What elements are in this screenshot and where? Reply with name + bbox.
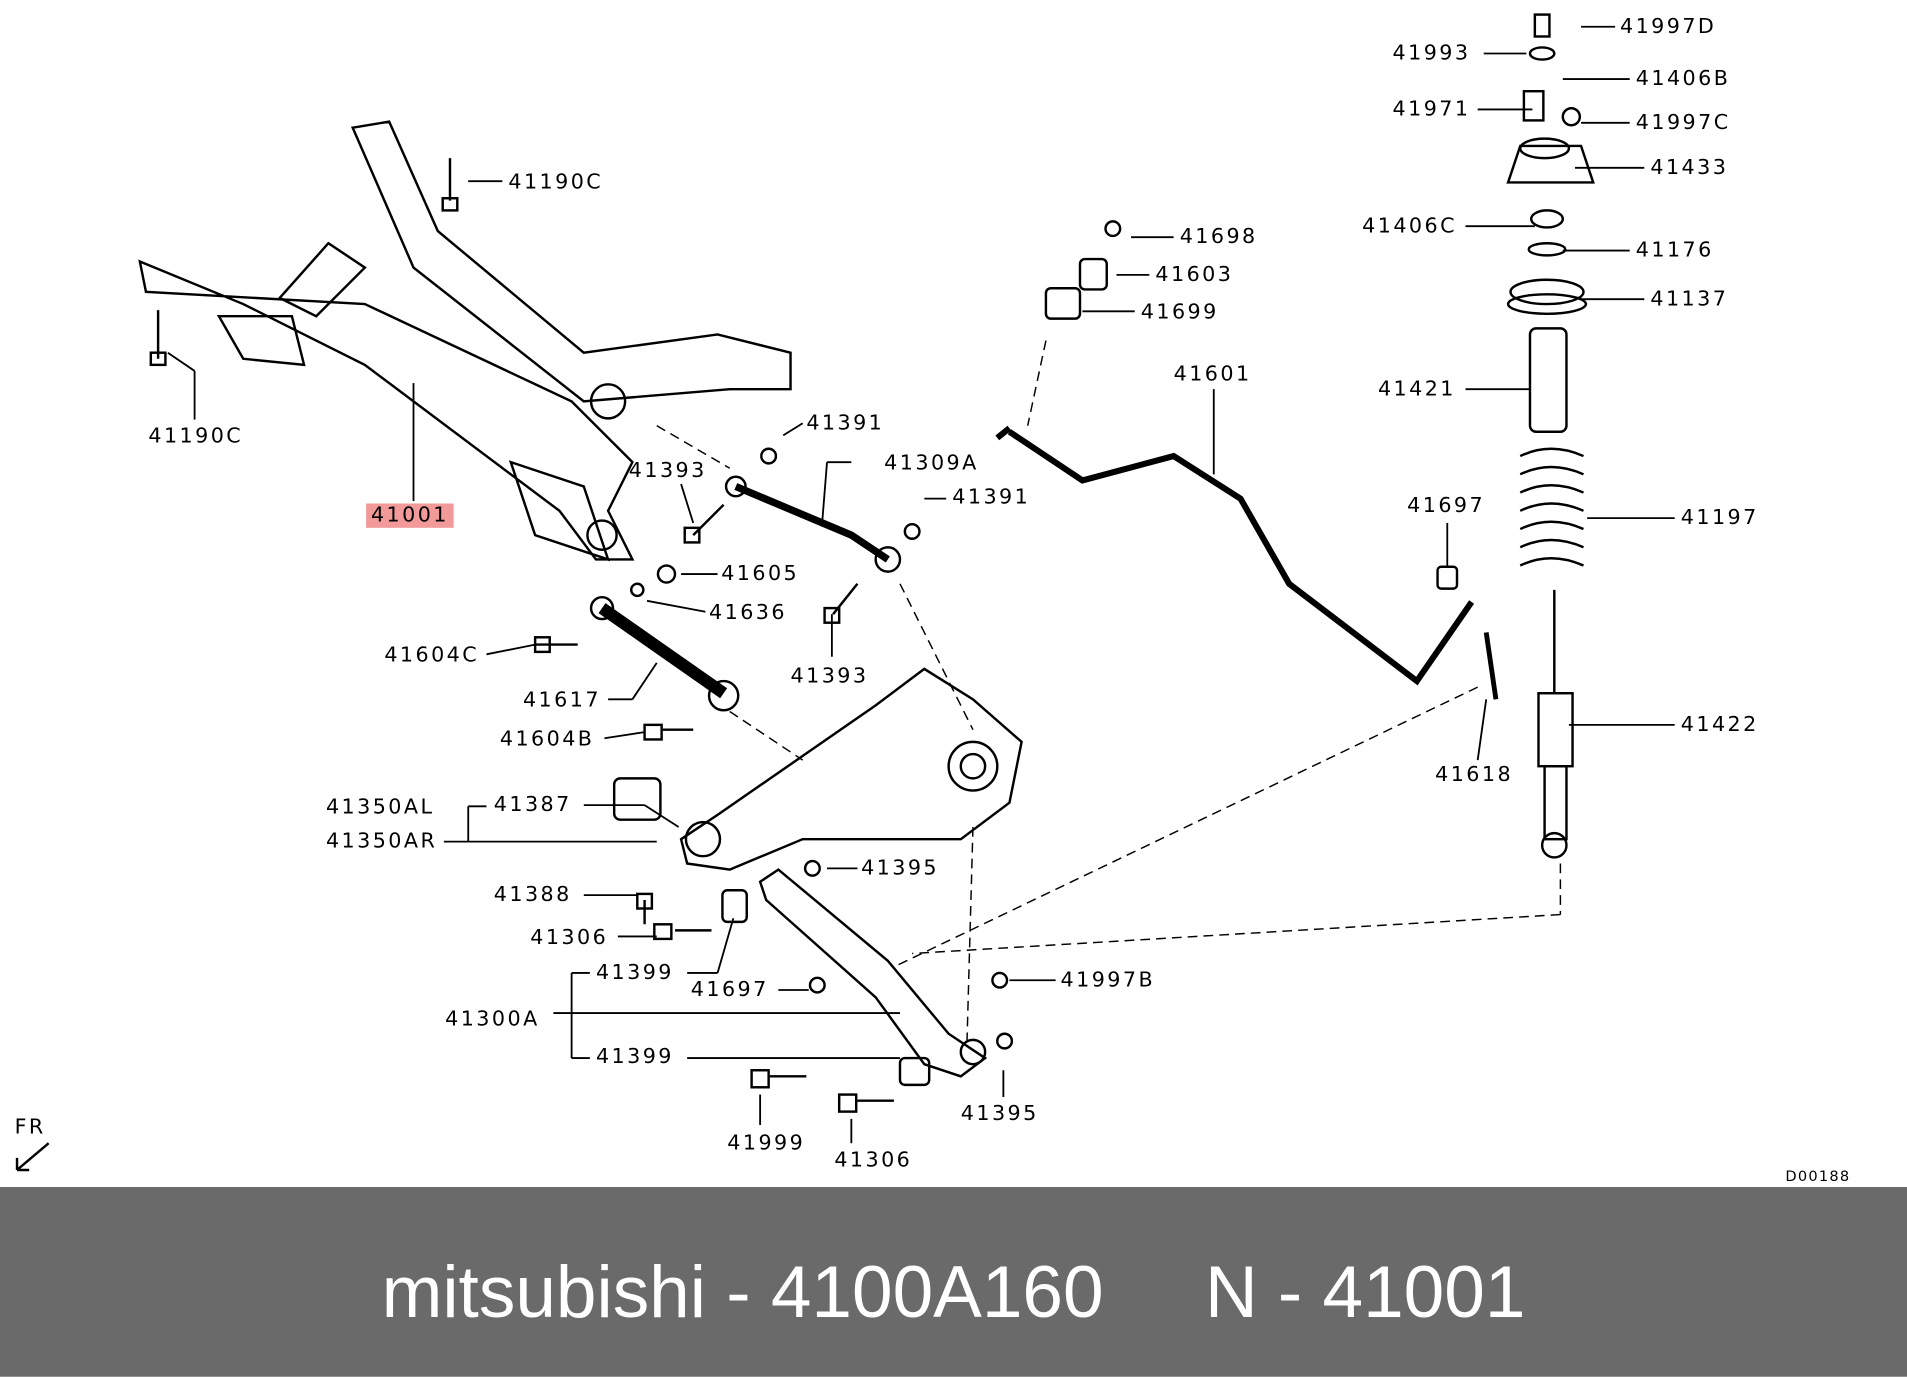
part-label-41617[interactable]: 41617	[522, 688, 601, 713]
part-label-41137[interactable]: 41137	[1650, 287, 1729, 312]
suspension-drawing	[15, 13, 1675, 1172]
part-label-41993[interactable]: 41993	[1392, 41, 1471, 66]
part-label-41697[interactable]: 41697	[1407, 493, 1486, 519]
part-label-41997D[interactable]: 41997D	[1619, 14, 1717, 39]
part-label-41190C-top[interactable]: 41190C	[508, 170, 604, 195]
part-label-41604C[interactable]: 41604C	[384, 643, 480, 668]
part-label-41309A[interactable]: 41309A	[884, 451, 979, 476]
part-label-41697[interactable]: 41697	[690, 977, 769, 1003]
part-label-41997B[interactable]: 41997B	[1060, 968, 1156, 993]
part-label-41001-highlighted[interactable]: 41001	[366, 503, 454, 528]
part-label-41433[interactable]: 41433	[1650, 155, 1729, 180]
part-label-41190C-left[interactable]: 41190C	[148, 424, 244, 449]
part-label-41604B[interactable]: 41604B	[499, 727, 595, 752]
part-label-41393[interactable]: 41393	[628, 458, 707, 483]
part-label-41422[interactable]: 41422	[1680, 712, 1759, 738]
part-label-41388[interactable]: 41388	[493, 882, 572, 908]
part-label-41999[interactable]: 41999	[727, 1131, 806, 1156]
part-label-41636[interactable]: 41636	[709, 600, 787, 626]
part-label-41393[interactable]: 41393	[790, 664, 869, 689]
diagram-code: D00188	[1785, 1167, 1851, 1185]
part-number-caption: mitsubishi - 4100A160 N - 41001	[381, 1251, 1526, 1333]
part-label-41387[interactable]: 41387	[493, 792, 572, 818]
part-label-41197[interactable]: 41197	[1680, 505, 1759, 531]
part-label-41399[interactable]: 41399	[595, 1044, 674, 1070]
part-label-41176[interactable]: 41176	[1635, 238, 1714, 263]
part-label-41605[interactable]: 41605	[721, 561, 800, 587]
part-label-41395[interactable]: 41395	[960, 1101, 1039, 1127]
part-label-41350AR[interactable]: 41350AR	[325, 829, 438, 854]
part-label-41603[interactable]: 41603	[1155, 262, 1234, 288]
part-label-41395[interactable]: 41395	[861, 856, 940, 881]
part-label-41406B[interactable]: 41406B	[1635, 66, 1731, 92]
part-label-41399[interactable]: 41399	[595, 960, 674, 986]
front-direction-label: FR	[14, 1115, 46, 1140]
part-label-41350AL[interactable]: 41350AL	[325, 795, 435, 820]
part-label-41698[interactable]: 41698	[1179, 224, 1258, 250]
part-label-41300A[interactable]: 41300A	[445, 1007, 540, 1032]
part-label-41618[interactable]: 41618	[1435, 762, 1514, 787]
part-label-41306[interactable]: 41306	[530, 925, 609, 950]
part-label-41391[interactable]: 41391	[952, 485, 1031, 510]
part-label-41421[interactable]: 41421	[1377, 377, 1456, 402]
part-label-41971[interactable]: 41971	[1392, 97, 1471, 122]
part-label-41601[interactable]: 41601	[1173, 362, 1252, 387]
part-label-41391[interactable]: 41391	[806, 411, 885, 436]
footer-banner: mitsubishi - 4100A160 N - 41001	[0, 1187, 1907, 1377]
part-label-41306[interactable]: 41306	[834, 1148, 913, 1173]
part-label-41997C[interactable]: 41997C	[1635, 110, 1731, 135]
part-label-41699[interactable]: 41699	[1140, 300, 1219, 325]
part-label-41406C[interactable]: 41406C	[1362, 214, 1457, 239]
